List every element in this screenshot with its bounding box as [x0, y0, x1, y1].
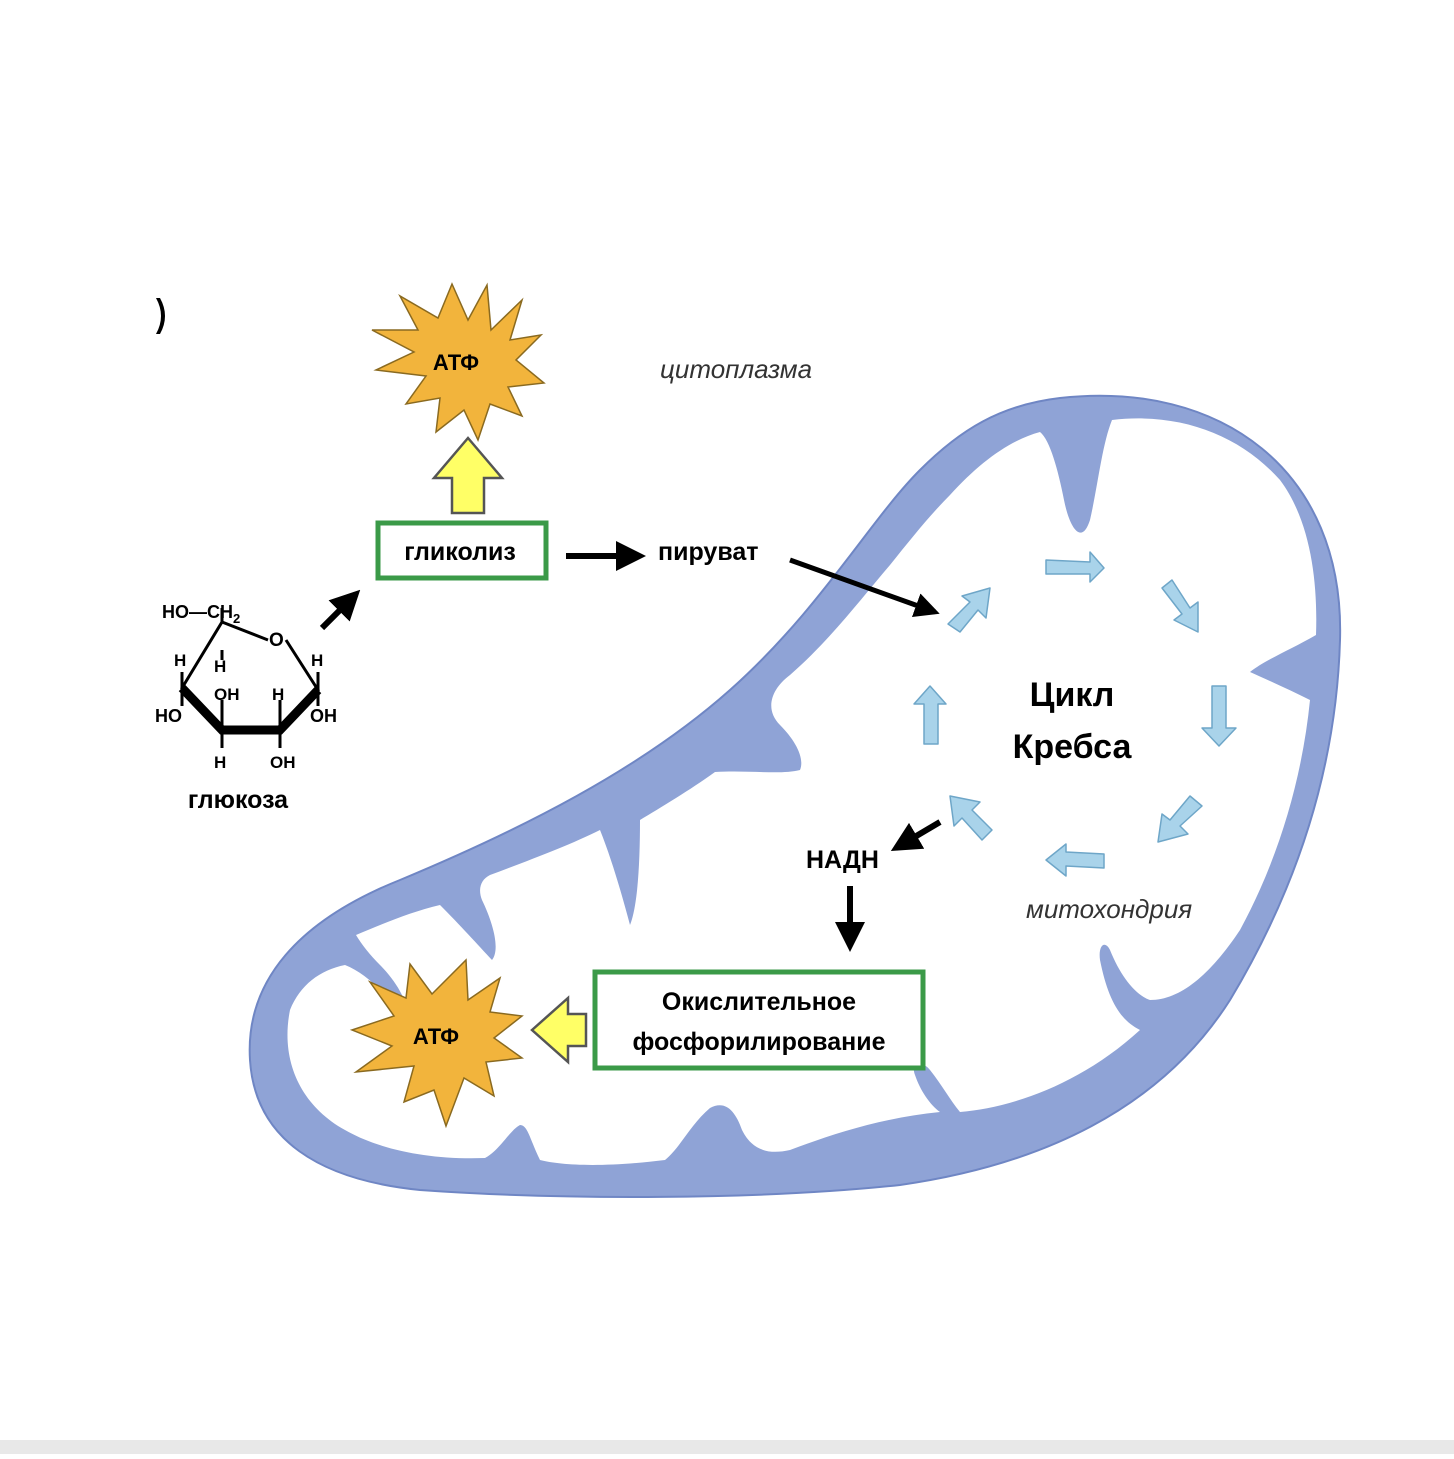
ch2-subscript: 2 — [233, 611, 240, 626]
glucose-oh-bottom: OH — [270, 753, 296, 772]
krebs-label-line1: Цикл — [1030, 676, 1115, 714]
glucose-label: глюкоза — [188, 786, 289, 814]
glucose-o: O — [269, 630, 284, 651]
mitochondrion-label: митохондрия — [1026, 894, 1192, 924]
cycle-arrow-lower-right — [1157, 795, 1203, 843]
cycle-arrow-top — [1045, 551, 1105, 583]
glucose-bonds — [180, 608, 320, 748]
arrow-glucose-to-glycolysis — [319, 589, 361, 631]
glucose-h-left-inner: H — [214, 657, 226, 676]
oxphos-label-line1: Окислительное — [662, 988, 856, 1016]
glycolysis-label: гликолиз — [404, 538, 516, 566]
glucose-molecule: HO—CH2 O H H H OH H HO OH H OH — [155, 602, 337, 772]
mitochondrion-matrix — [287, 418, 1317, 1165]
atp-yield-arrow-left — [530, 995, 588, 1065]
oxphos-box — [592, 969, 926, 1071]
atp-star-top — [371, 282, 546, 443]
cytoplasm-label: цитоплазма — [660, 354, 812, 384]
glucose-ho-ch2: HO—CH2 — [162, 602, 240, 626]
glucose-oh-right: OH — [310, 706, 337, 726]
krebs-cycle-arrows — [913, 551, 1237, 877]
glucose-oh-inner: OH — [214, 685, 240, 704]
arrow-pyruvate-to-krebs — [789, 557, 940, 618]
cycle-arrow-bottom — [1045, 843, 1105, 877]
cycle-arrow-upper-left — [947, 587, 991, 633]
nadh-label: НАДН — [806, 846, 879, 874]
cycle-arrow-upper-right — [1161, 579, 1199, 633]
atp-bottom-label: АТФ — [413, 1024, 459, 1049]
cycle-arrow-right — [1201, 685, 1237, 747]
glucose-h-left-outer: H — [174, 651, 186, 670]
atp-top-label: АТФ — [433, 350, 479, 375]
glucose-ho-left: HO — [155, 706, 182, 726]
glucose-h-bottom: H — [214, 753, 226, 772]
oxphos-label-line2: фосфорилирование — [633, 1028, 886, 1056]
atp-star-bottom — [349, 958, 525, 1129]
arrow-krebs-to-nadh — [890, 819, 942, 852]
bottom-edge-bar — [0, 1440, 1454, 1454]
glycolysis-box — [375, 520, 549, 581]
krebs-label-line2: Кребса — [1013, 728, 1133, 766]
glucose-h-right-top: H — [311, 651, 323, 670]
atp-yield-arrow-up — [431, 436, 505, 515]
pyruvate-label: пируват — [658, 538, 759, 566]
cycle-arrow-left — [913, 685, 947, 745]
glucose-h-inner-right: H — [272, 685, 284, 704]
glucose-ring-bold — [178, 684, 322, 735]
corner-mark — [156, 298, 165, 334]
cycle-arrow-lower-left — [949, 795, 993, 841]
